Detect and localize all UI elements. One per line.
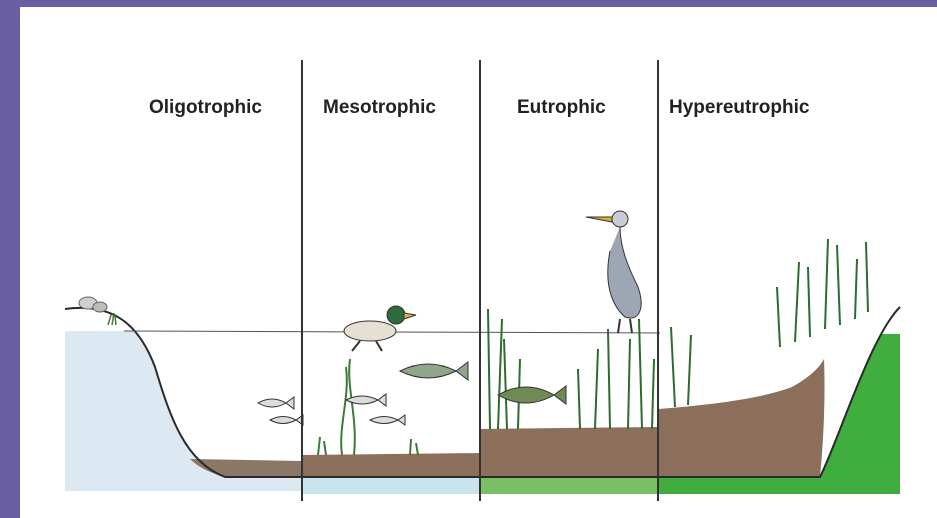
lake-cross-section [20, 7, 937, 518]
eutrophic-fish-icon [498, 386, 566, 404]
dense-reeds-icon [671, 239, 868, 407]
lake-trophic-diagram: Oligotrophic Mesotrophic Eutrophic Hyper… [20, 7, 937, 518]
eutrophic-sediment [480, 427, 658, 477]
hypereutrophic-sediment [658, 359, 825, 477]
reeds-icon [488, 309, 654, 429]
stage-label-hypereutrophic: Hypereutrophic [669, 97, 809, 119]
bass-icon [400, 362, 468, 380]
small-fish-icon [258, 397, 303, 425]
stage-label-eutrophic: Eutrophic [517, 97, 606, 119]
small-fish-icon [346, 394, 405, 425]
mesotrophic-sediment [302, 453, 480, 477]
waterweed-icon [318, 359, 418, 455]
stage-label-oligotrophic: Oligotrophic [149, 97, 262, 119]
duck-icon [344, 306, 416, 351]
stage-label-mesotrophic: Mesotrophic [323, 97, 436, 119]
shore-rocks-icon [79, 297, 116, 325]
heron-icon [586, 211, 641, 333]
